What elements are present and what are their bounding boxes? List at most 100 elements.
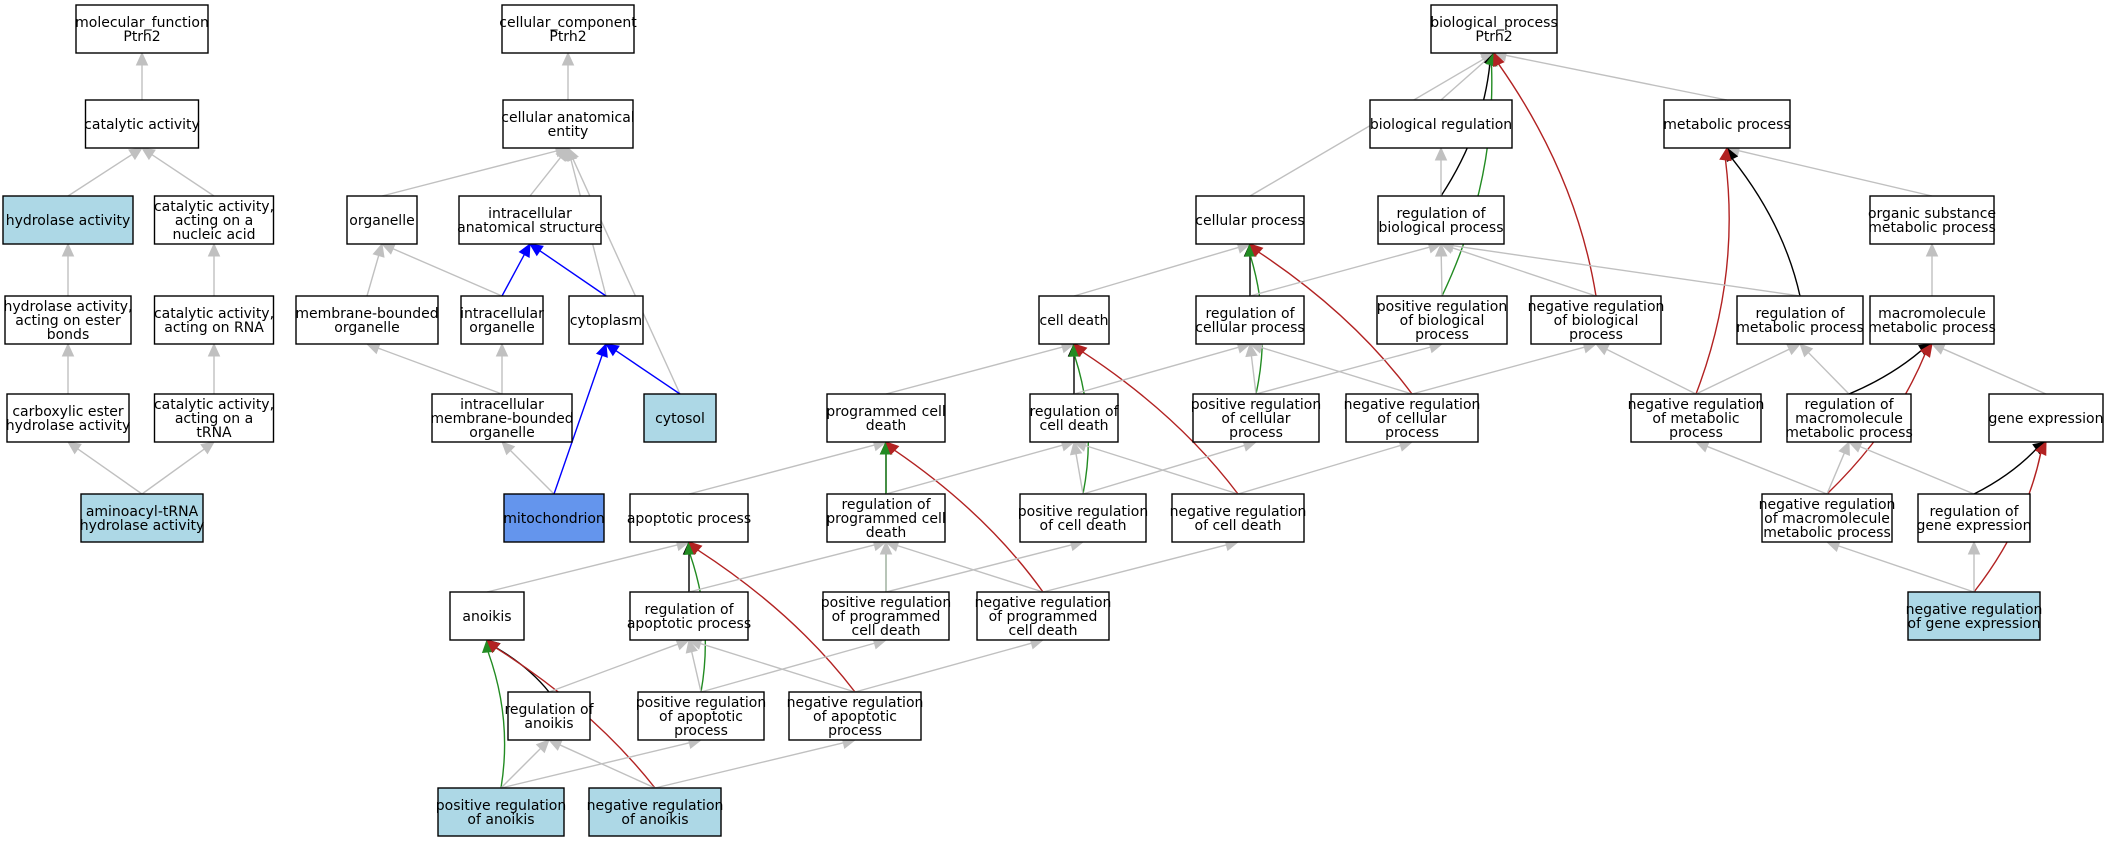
edge-arrowhead	[529, 243, 544, 257]
edge-negmp-is_a-negbp	[1594, 343, 1697, 395]
node-label-line: molecular_function	[75, 15, 209, 31]
edge-arrowhead	[495, 342, 509, 357]
edge-line	[529, 156, 562, 197]
edge-cytosol-is_a-cae	[567, 146, 681, 395]
edge-arrowhead	[1493, 51, 1505, 67]
node-anoikis[interactable]: anoikis	[449, 591, 525, 641]
edge-line	[1452, 247, 1597, 297]
edge-arrowhead	[605, 343, 620, 357]
node-box	[1195, 295, 1305, 345]
edge-arrowhead	[1069, 440, 1083, 456]
edge-regmmp-is_a-regmp	[1799, 343, 1850, 395]
node-org[interactable]: organelle	[346, 195, 418, 245]
node-cat[interactable]: catalytic activity	[84, 99, 200, 149]
node-gexp[interactable]: gene expression	[1988, 393, 2104, 443]
edge-line	[854, 642, 1032, 693]
edge-line	[688, 444, 875, 495]
node-hyd[interactable]: hydrolase activity	[2, 195, 134, 245]
edge-line	[378, 347, 503, 395]
edge-arrowhead	[535, 739, 550, 754]
node-box	[1869, 195, 1995, 245]
edge-pospcd-is_a-poscd	[885, 538, 1085, 593]
node-celld[interactable]: cell death	[1038, 295, 1110, 345]
edge-arrowhead	[1594, 343, 1610, 356]
node-label-line: cellular process	[1195, 213, 1304, 229]
edge-line	[1848, 349, 1923, 395]
edge-negcp-negatively_regulates-cellp	[1249, 243, 1413, 395]
node-label-line: negative regulation	[787, 695, 924, 711]
edge-arrowhead	[141, 147, 156, 161]
edge-posanoikis-positively_regulates-anoikis	[481, 638, 506, 789]
node-cyto[interactable]: cytoplasm	[568, 295, 644, 345]
node-label-line: cytoplasm	[570, 313, 642, 329]
node-mito[interactable]: mitochondrion	[503, 493, 605, 543]
edge-poscp-is_a-posbp	[1255, 341, 1444, 395]
node-metab[interactable]: metabolic process	[1663, 99, 1791, 149]
edge-arrowhead	[380, 243, 396, 255]
node-label-line: cytosol	[655, 411, 705, 427]
node-apop[interactable]: apoptotic process	[627, 493, 751, 543]
edge-poscp-is_a-regcp	[1245, 342, 1258, 395]
node-label-line: regulation of	[1929, 504, 2019, 520]
edge-gexp-is_a-mmp	[1930, 343, 2047, 395]
edge-negap-is_a-negpcd	[854, 637, 1045, 693]
node-label-line: membrane-bounded	[295, 306, 438, 322]
edge-arrowhead	[1073, 343, 1088, 358]
edge-arrowhead	[135, 51, 149, 66]
node-cytosol[interactable]: cytosol	[643, 393, 717, 443]
edge-line	[1731, 158, 1801, 297]
edge-arrowhead	[547, 739, 563, 751]
node-label-line: positive regulation	[436, 798, 566, 814]
node-cellp[interactable]: cellular process	[1195, 195, 1305, 245]
node-label-line: of programmed	[989, 609, 1098, 625]
node-label-line: positive regulation	[1191, 397, 1321, 413]
edge-line	[1738, 150, 1933, 197]
edge-line	[392, 248, 503, 297]
node-label-line: regulation of	[644, 602, 734, 618]
node-catrna[interactable]: catalytic activity,acting on RNA	[153, 295, 275, 345]
edge-line	[509, 449, 555, 495]
node-breg[interactable]: biological regulation	[1369, 99, 1513, 149]
